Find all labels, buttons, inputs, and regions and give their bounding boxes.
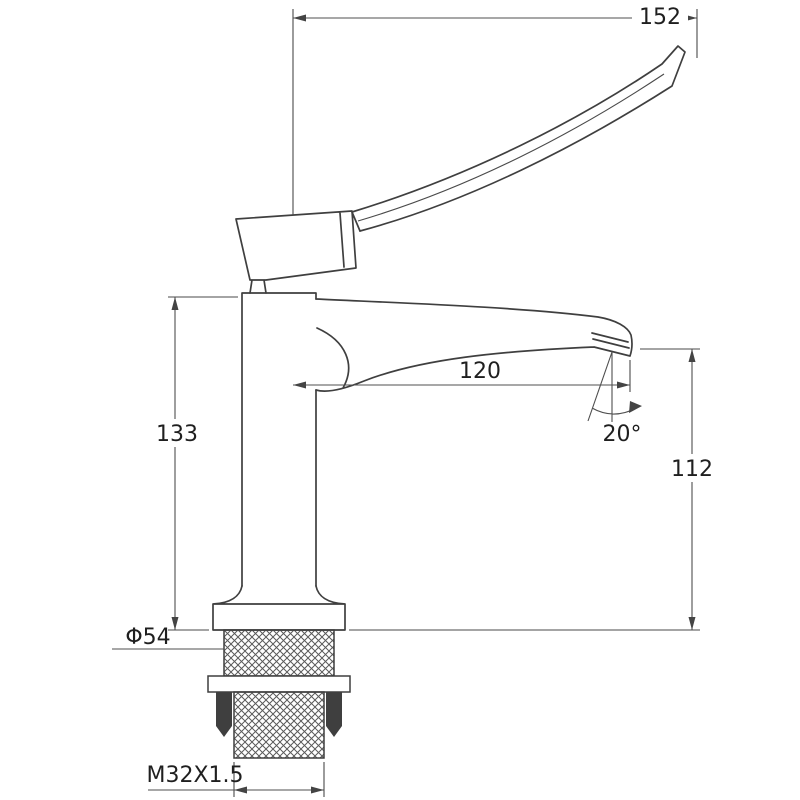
lower-threaded-pipe bbox=[233, 691, 325, 759]
mounting-washer bbox=[207, 675, 351, 693]
label-mask-112 bbox=[666, 454, 718, 482]
lever-handle bbox=[351, 45, 686, 232]
angle-indicator-lines bbox=[587, 351, 641, 424]
dimension-line-strokes bbox=[112, 17, 697, 791]
dimension-lines bbox=[112, 9, 700, 797]
label-mask-20deg bbox=[596, 422, 650, 446]
handle-base bbox=[235, 210, 361, 294]
label-mask-152 bbox=[632, 2, 688, 28]
lever-handle-inner-line bbox=[357, 73, 665, 222]
label-mask-133 bbox=[151, 419, 203, 447]
spout-outline bbox=[315, 298, 633, 392]
base-flange bbox=[212, 585, 346, 631]
dim-label-base-diameter: Φ54 bbox=[125, 625, 170, 650]
faucet-outline bbox=[212, 45, 686, 631]
dim-label-handle-reach: 152 bbox=[639, 5, 681, 30]
dim-label-outlet-angle: 20° bbox=[603, 422, 642, 447]
upper-threaded-shank bbox=[223, 629, 335, 677]
dim-label-body-height: 133 bbox=[156, 422, 198, 447]
dim-label-spout-reach: 120 bbox=[459, 359, 501, 384]
dimension-labels: 152 120 20° 133 112 Φ54 M32X1.5 bbox=[125, 2, 718, 788]
dim-label-thread-size: M32X1.5 bbox=[146, 763, 243, 788]
dim-label-outlet-height: 112 bbox=[671, 457, 713, 482]
mounting-bolts bbox=[216, 692, 342, 737]
mounting-hardware bbox=[207, 629, 351, 759]
extension-lines bbox=[168, 9, 700, 797]
body-column bbox=[241, 292, 317, 587]
